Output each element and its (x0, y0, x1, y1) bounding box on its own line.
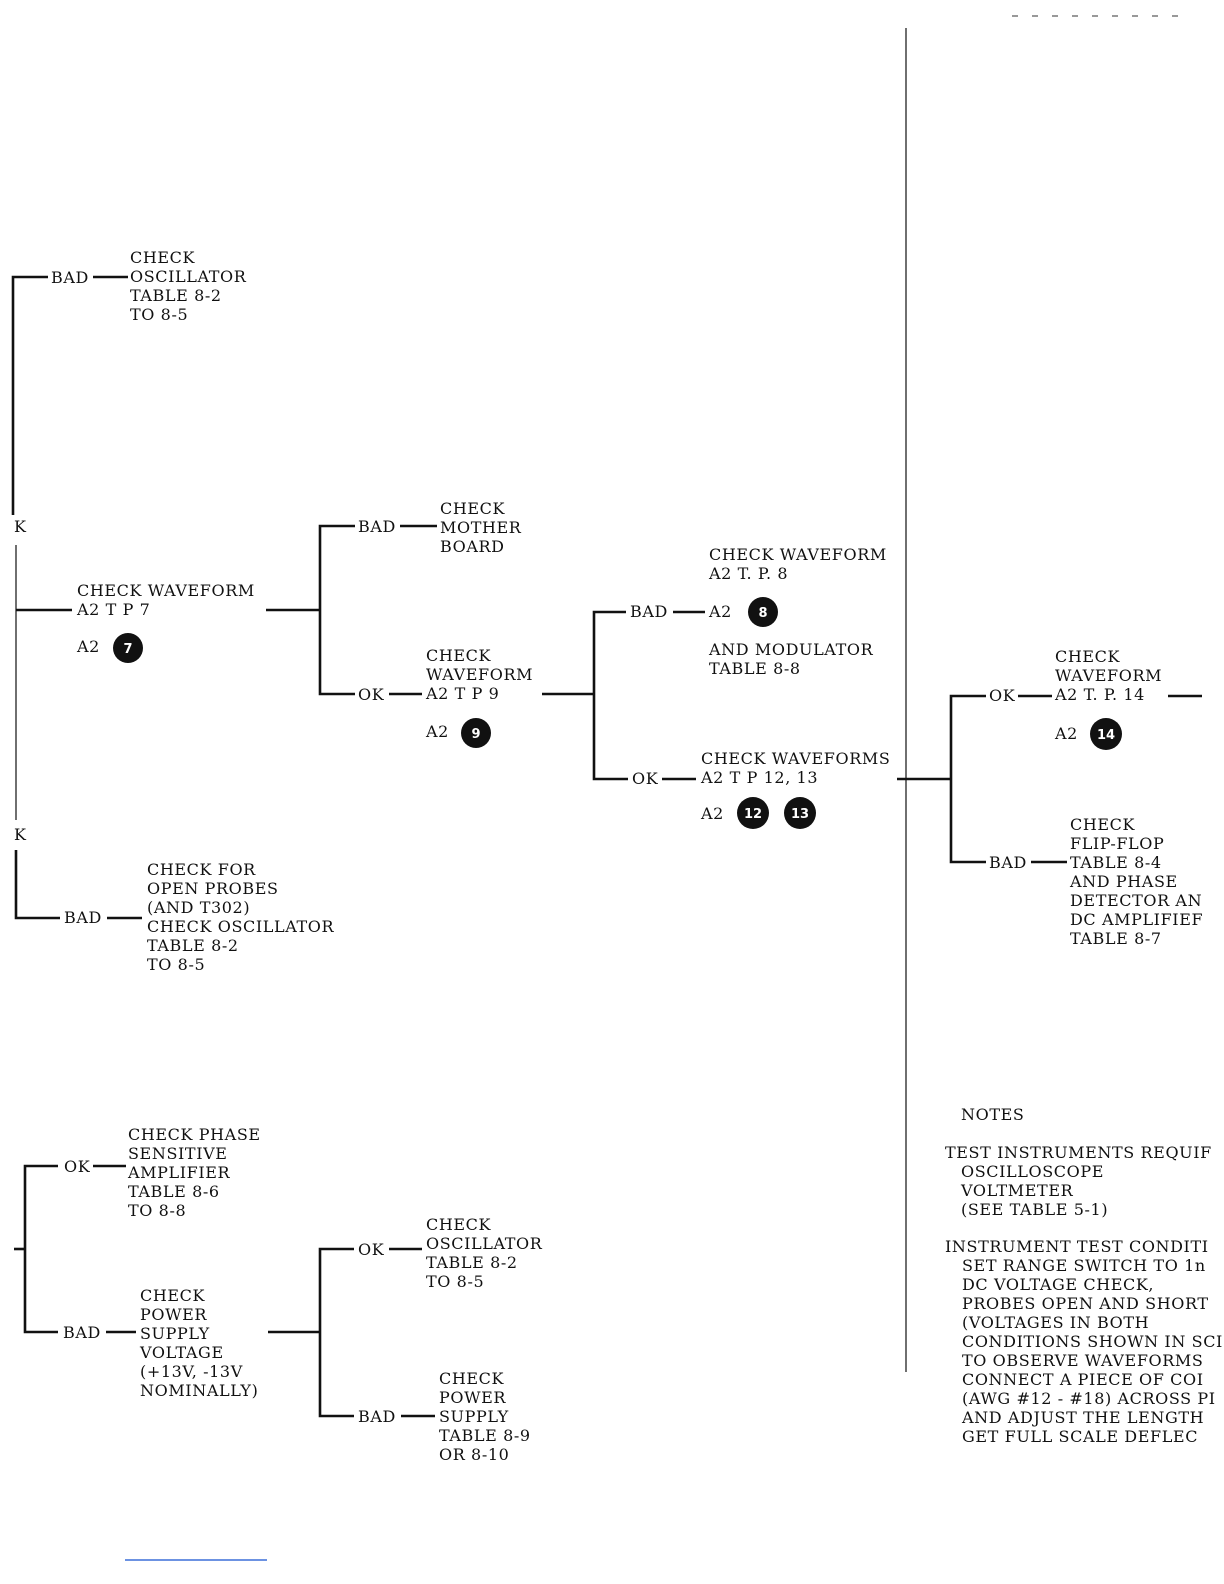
testpoint-12-marker (737, 797, 769, 829)
osc-bottom-box: CHECK OSCILLATOR TABLE 8-2 TO 8-5 (426, 1215, 548, 1291)
ok-label-phase-sensitive: OK (64, 1157, 91, 1176)
ok-label-tp14: OK (989, 686, 1016, 705)
a2-label-tp12-13: A2 (700, 804, 724, 823)
edge-label-ok-top: K (14, 517, 27, 536)
bad-label-flipflop: BAD (989, 853, 1027, 872)
mother-board-box: CHECK MOTHER BOARD (440, 499, 527, 556)
tp9-branch-bracket (592, 610, 628, 781)
testpoint-13-number: 13 (791, 807, 809, 822)
testpoint-9-number: 9 (471, 727, 480, 742)
waveform-tp8-box: CHECK WAVEFORM A2 T. P. 8 (708, 545, 893, 583)
bad-label-open-probes: BAD (64, 908, 102, 927)
testpoint-7-marker (113, 633, 143, 663)
phase-sensitive-box: CHECK PHASE SENSITIVE AMPLIFIER TABLE 8-… (127, 1125, 266, 1220)
testpoint-9-marker (461, 718, 491, 748)
bad-open-probes-bracket (14, 850, 60, 920)
osc-top-box: CHECK OSCILLATOR TABLE 8-2 TO 8-5 (130, 248, 252, 324)
testpoint-14-marker (1090, 718, 1122, 750)
ok-label-tp9: OK (358, 685, 385, 704)
bad-label-power-table: BAD (358, 1407, 396, 1426)
open-probes-box: CHECK FOR OPEN PROBES (AND T302) CHECK O… (147, 860, 340, 974)
bad-label-tp8: BAD (630, 602, 668, 621)
testpoint-7-number: 7 (123, 642, 132, 657)
bad-label-power-voltage: BAD (63, 1323, 101, 1342)
a2-label-tp14: A2 (1054, 724, 1078, 743)
ok-label-osc-bottom: OK (358, 1240, 385, 1259)
a2-label-tp7: A2 (76, 637, 100, 656)
top-left-bracket (11, 275, 48, 515)
a2-label-tp9: A2 (425, 722, 449, 741)
power-voltage-branch-bracket (318, 1247, 354, 1418)
ok-label-tp12-13: OK (632, 769, 659, 788)
power-supply-table-box: CHECK POWER SUPPLY TABLE 8-9 OR 8-10 (439, 1369, 536, 1464)
waveform-tp9-box: CHECK WAVEFORM A2 T P 9 (425, 646, 539, 703)
testpoint-13-marker (784, 797, 816, 829)
notes-title: NOTES (961, 1105, 1024, 1124)
a2-label-tp8: A2 (708, 602, 732, 621)
test-conditions-note: INSTRUMENT TEST CONDITI SET RANGE SWITCH… (945, 1237, 1224, 1446)
bad-label-mother-board: BAD (358, 517, 396, 536)
flipflop-box: CHECK FLIP-FLOP TABLE 8-4 AND PHASE DETE… (1069, 815, 1209, 948)
testpoint-14-number: 14 (1097, 728, 1115, 743)
testpoint-8-number: 8 (758, 606, 767, 621)
test-instruments-note: TEST INSTRUMENTS REQUIF OSCILLOSCOPE VOL… (945, 1143, 1218, 1219)
tp12-13-branch-bracket (949, 694, 986, 864)
modulator-box: AND MODULATOR TABLE 8-8 (708, 640, 879, 678)
bad-label-osc-top: BAD (51, 268, 89, 287)
waveforms-tp12-13-box: CHECK WAVEFORMS A2 T P 12, 13 (700, 749, 896, 787)
lower-left-bracket (23, 1164, 58, 1334)
waveform-tp14-box: CHECK WAVEFORM A2 T. P. 14 (1054, 647, 1168, 704)
testpoint-8-marker (748, 597, 778, 627)
testpoint-12-number: 12 (744, 807, 762, 822)
edge-label-ok-bottom: K (14, 825, 27, 844)
tp7-branch-bracket (318, 524, 355, 696)
power-supply-voltage-box: CHECK POWER SUPPLY VOLTAGE (+13V, -13V N… (139, 1286, 258, 1400)
waveform-tp7-box: CHECK WAVEFORM A2 T P 7 (76, 581, 261, 619)
